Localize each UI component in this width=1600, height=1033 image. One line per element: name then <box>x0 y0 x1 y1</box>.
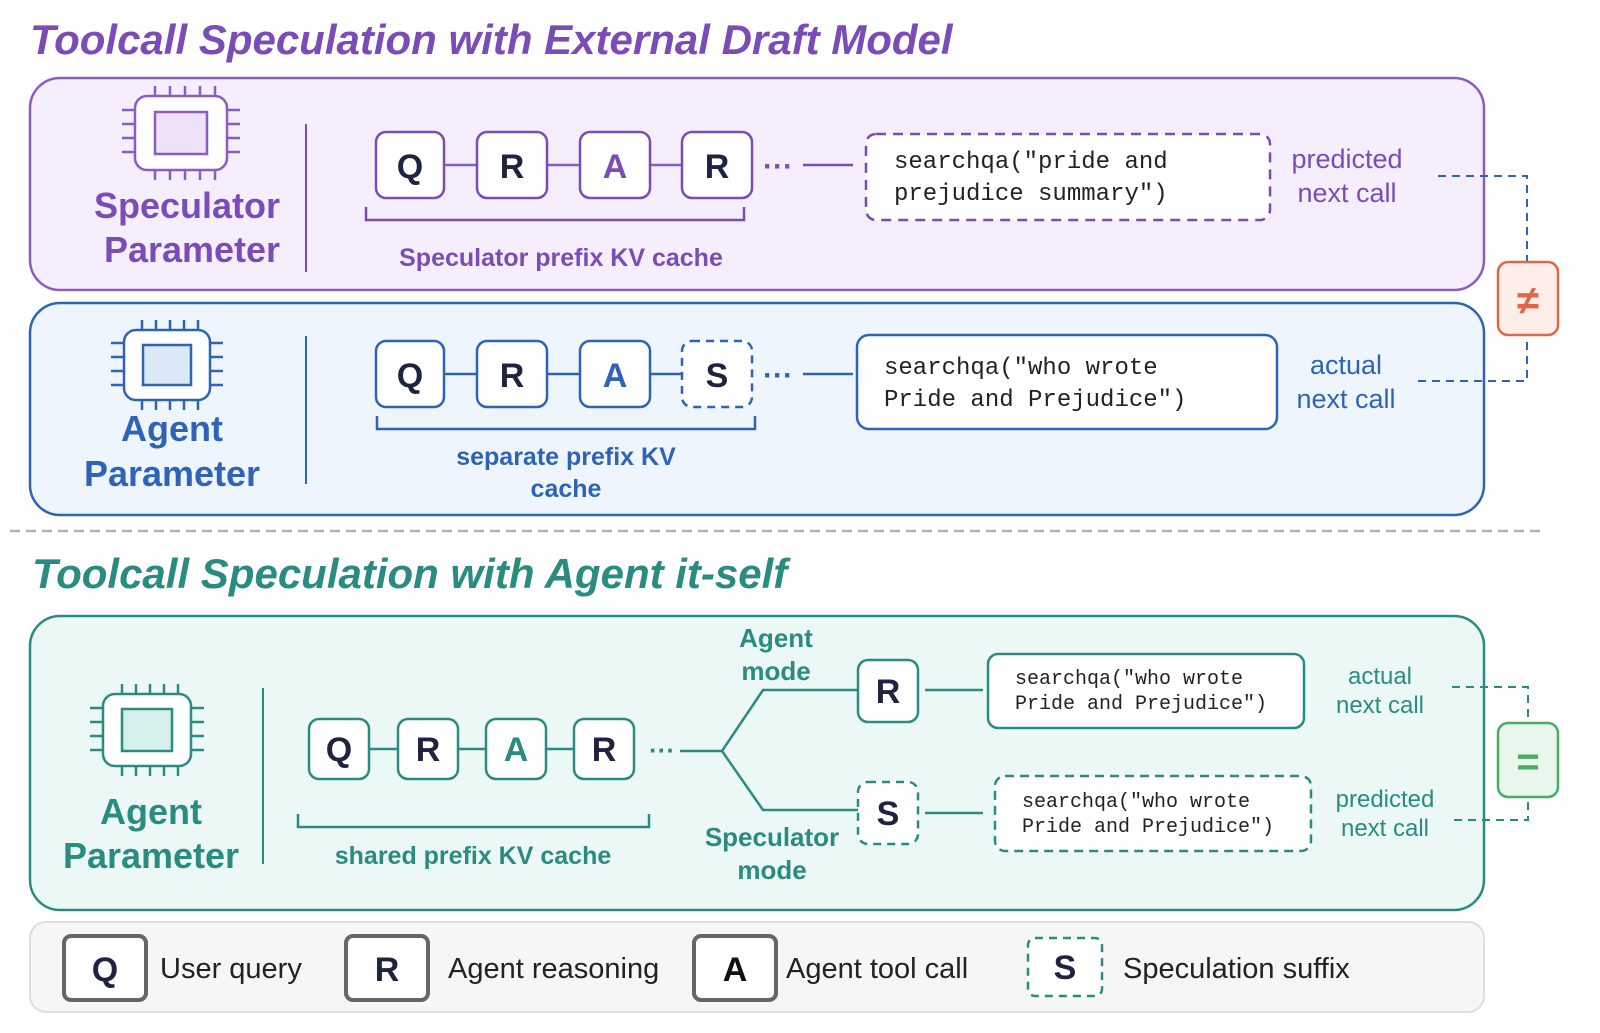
svg-text:S: S <box>877 795 900 833</box>
speculator-label-line2: Parameter <box>104 229 280 270</box>
predicted-next-call-line1: predicted <box>1336 786 1435 813</box>
call-text-line2: Pride and Prejudice") <box>1022 816 1274 839</box>
call-text-line1: searchqa("pride and <box>894 149 1168 176</box>
token-s: S <box>680 339 754 409</box>
legend-label: User query <box>160 953 302 985</box>
call-text-line2: Pride and Prejudice") <box>1015 693 1267 716</box>
agent-label-line2: Parameter <box>84 453 260 494</box>
svg-text:R: R <box>876 673 901 711</box>
call-text-line1: searchqa("who wrote <box>1022 791 1250 814</box>
predicted-call-box: searchqa("pride and prejudice summary") <box>864 132 1272 222</box>
agent-label-line1: Agent <box>100 791 202 832</box>
legend-label: Agent reasoning <box>448 953 659 985</box>
not-equal-symbol: ≠ <box>1517 279 1539 323</box>
legend-label: Speculation suffix <box>1123 953 1350 985</box>
svg-text:Q: Q <box>326 731 352 769</box>
speculator-mode-label-line2: mode <box>737 855 806 885</box>
svg-text:A: A <box>603 148 628 186</box>
agent-label-line1: Agent <box>121 408 223 449</box>
cache-bracket <box>296 814 651 829</box>
legend: Q User query R Agent reasoning A Agent t… <box>29 921 1485 1013</box>
svg-text:R: R <box>705 148 730 186</box>
section1-title: Toolcall Speculation with External Draft… <box>30 16 954 63</box>
svg-text:Q: Q <box>397 148 423 186</box>
actual-call-box: searchqa("who wrote Pride and Prejudice"… <box>986 652 1306 730</box>
token-s: S <box>856 780 920 846</box>
token-r: R <box>680 130 754 200</box>
ellipsis: ··· <box>763 359 793 392</box>
token-r: R <box>475 339 549 409</box>
call-text-line1: searchqa("who wrote <box>1015 668 1243 691</box>
token-q: Q <box>374 339 446 409</box>
token-a: A <box>484 717 548 781</box>
legend-token: A <box>723 951 748 989</box>
token-r: R <box>475 130 549 200</box>
agent-mode-label-line1: Agent <box>739 623 813 653</box>
legend-item-user-query: Q User query <box>62 934 302 1002</box>
token-r: R <box>396 717 460 781</box>
svg-text:A: A <box>603 357 628 395</box>
svg-text:A: A <box>504 731 529 769</box>
shared-cache-label: shared prefix KV cache <box>335 842 612 870</box>
svg-text:S: S <box>706 357 729 395</box>
agent-mode-branch <box>680 688 858 753</box>
speculator-mode-label-line1: Speculator <box>705 822 839 852</box>
ellipsis: ··· <box>763 150 793 183</box>
svg-text:R: R <box>416 731 441 769</box>
actual-next-call-line1: actual <box>1348 663 1412 690</box>
legend-token: S <box>1054 949 1077 987</box>
call-text-line1: searchqa("who wrote <box>884 355 1158 382</box>
not-equal-comparator: ≠ <box>1418 175 1560 382</box>
token-q: Q <box>374 130 446 200</box>
legend-item-speculation-suffix: S Speculation suffix <box>1026 936 1350 998</box>
cpu-chip-icon <box>111 320 223 410</box>
cpu-chip-icon <box>90 684 204 776</box>
call-text-line2: prejudice summary") <box>894 181 1168 208</box>
call-text-line2: Pride and Prejudice") <box>884 387 1186 414</box>
token-a: A <box>578 339 652 409</box>
actual-next-call-line1: actual <box>1310 350 1382 380</box>
actual-next-call-line2: next call <box>1336 692 1424 719</box>
token-r: R <box>856 658 920 724</box>
svg-text:Q: Q <box>397 357 423 395</box>
equal-comparator: = <box>1452 686 1560 821</box>
predicted-next-call-line2: next call <box>1341 815 1429 842</box>
legend-token: Q <box>92 951 118 989</box>
legend-token: R <box>375 951 400 989</box>
svg-text:R: R <box>500 148 525 186</box>
agent-panel-separate: Agent Parameter Q R A S ··· separate pre… <box>28 301 1486 517</box>
legend-item-agent-tool-call: A Agent tool call <box>692 934 968 1002</box>
equal-symbol: = <box>1516 740 1539 784</box>
token-r: R <box>572 717 636 781</box>
token-a: A <box>578 130 652 200</box>
svg-text:R: R <box>592 731 617 769</box>
agent-panel-shared: Agent Parameter Q R A R ··· shared prefi… <box>28 614 1486 912</box>
agent-label-line2: Parameter <box>63 835 239 876</box>
separate-cache-label-line2: cache <box>531 475 602 503</box>
token-q: Q <box>307 717 371 781</box>
actual-call-box: searchqa("who wrote Pride and Prejudice"… <box>855 333 1279 431</box>
speculator-panel: Speculator Parameter Q R A R ··· Specula… <box>28 76 1486 292</box>
predicted-next-call-line1: predicted <box>1291 144 1402 174</box>
cpu-chip-icon <box>122 86 240 180</box>
cache-bracket <box>364 207 746 222</box>
predicted-call-box: searchqa("who wrote Pride and Prejudice"… <box>993 774 1313 853</box>
section2-title: Toolcall Speculation with Agent it-self <box>32 550 791 597</box>
cache-bracket <box>375 416 757 431</box>
legend-item-agent-reasoning: R Agent reasoning <box>344 934 659 1002</box>
agent-mode-label-line2: mode <box>741 656 810 686</box>
actual-next-call-line2: next call <box>1296 384 1395 414</box>
speculator-mode-branch <box>720 750 858 812</box>
predicted-next-call-line2: next call <box>1297 178 1396 208</box>
speculator-label-line1: Speculator <box>94 185 280 226</box>
separate-cache-label-line1: separate prefix KV <box>456 443 676 471</box>
speculator-cache-label: Speculator prefix KV cache <box>399 244 723 272</box>
ellipsis: ··· <box>649 735 675 765</box>
svg-text:R: R <box>500 357 525 395</box>
legend-label: Agent tool call <box>786 953 968 985</box>
